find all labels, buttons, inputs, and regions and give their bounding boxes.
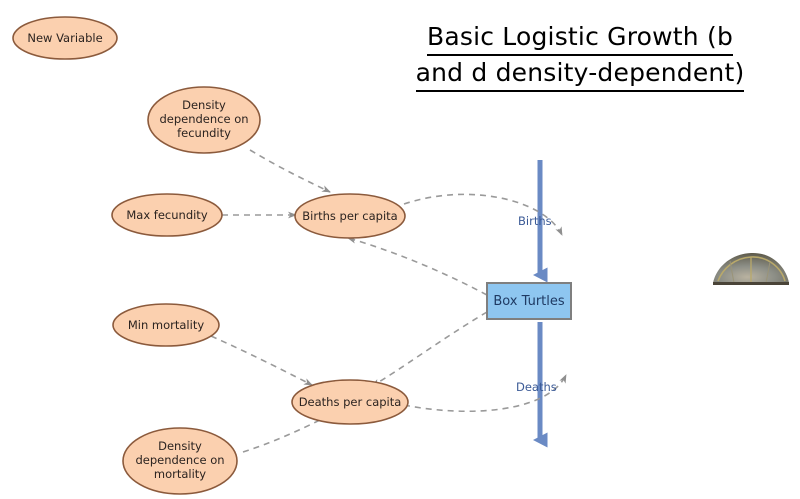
connector-group — [210, 149, 567, 453]
node-max-fecundity[interactable] — [111, 193, 223, 237]
node-births-per-capita[interactable] — [294, 193, 406, 239]
connector-stock-to-births-percapita[interactable] — [347, 236, 488, 296]
node-box-turtles-stock[interactable] — [486, 282, 572, 320]
connector-min-mortality-to-deaths[interactable] — [210, 335, 313, 386]
turtle-shell-icon — [713, 252, 789, 285]
connector-deaths-percapita-to-deaths-flow[interactable] — [403, 374, 567, 413]
connector-births-percapita-to-births-flow[interactable] — [403, 193, 563, 236]
node-density-dependence-fecundity[interactable] — [147, 86, 261, 154]
node-density-dependence-mortality[interactable] — [122, 427, 238, 495]
page-title-line-2: and d density-dependent) — [415, 56, 745, 92]
connector-stock-to-deaths-percapita[interactable] — [371, 311, 488, 387]
node-deaths-per-capita[interactable] — [291, 379, 409, 425]
node-new-variable[interactable] — [12, 16, 118, 60]
connector-density-fecundity-to-births[interactable] — [249, 149, 331, 193]
node-min-mortality[interactable] — [112, 303, 220, 347]
label-flow-births: Births — [518, 214, 552, 228]
page-title-line-1: Basic Logistic Growth (b — [426, 20, 734, 56]
connector-density-mortality-to-deaths[interactable] — [242, 414, 331, 453]
page-title: Basic Logistic Growth (b and d density-d… — [415, 20, 745, 92]
label-flow-deaths: Deaths — [516, 380, 557, 394]
